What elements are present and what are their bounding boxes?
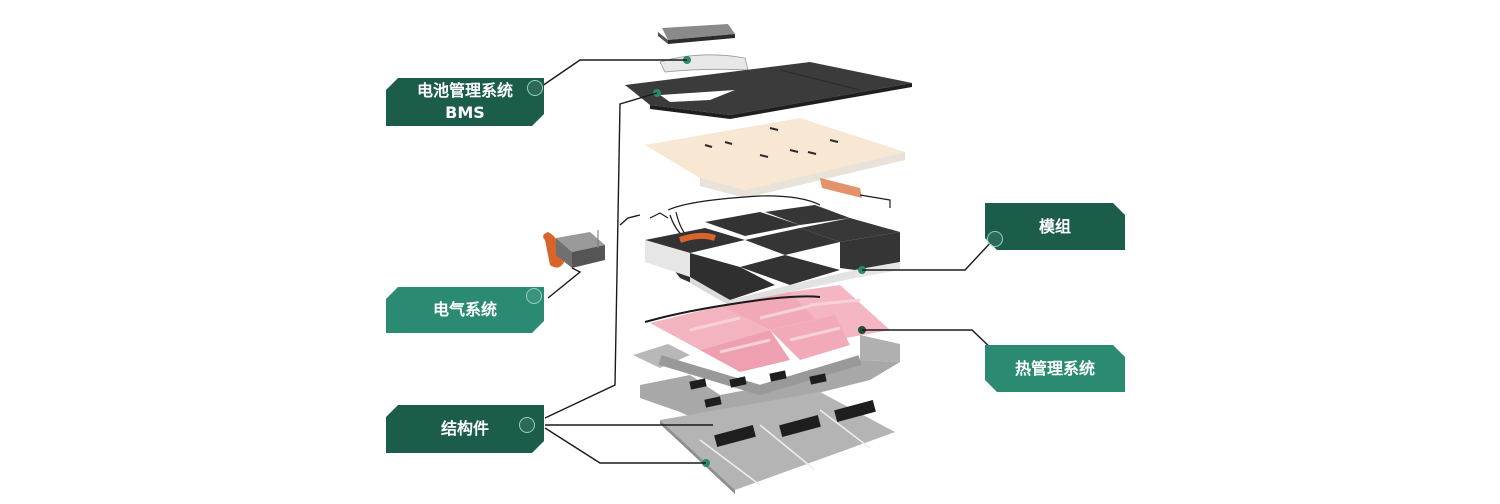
leader-structure-top [544,92,658,419]
battery-modules [645,205,900,306]
label-electrical: 电气系统 [386,287,544,333]
top-cover [625,62,912,119]
label-thermal-text: 热管理系统 [1014,358,1095,378]
electrical-box [543,230,605,268]
module-label-ring-icon [987,231,1003,247]
bms-unit [658,24,749,73]
leader-thermal [862,329,996,353]
leader-electrical [547,267,582,299]
leader-electrical-harness [619,214,641,226]
label-bms: 电池管理系统 BMS [386,78,544,126]
label-thermal: 热管理系统 [985,345,1125,392]
upper-tray [645,118,905,198]
label-electrical-text: 电气系统 [432,300,497,319]
label-module: 模组 [985,203,1125,250]
leader-lines [541,59,996,464]
wiring-harness [649,194,891,241]
leader-structure-bottom [544,427,706,464]
label-structure-text: 结构件 [440,419,489,438]
structure-label-ring-icon [519,417,535,433]
electrical-label-ring-icon [526,288,542,304]
leader-bms [541,59,687,87]
base-plate [660,392,895,494]
bms-label-ring-icon [527,80,543,96]
thermal-plates [644,285,890,372]
leader-module [862,239,994,271]
label-bms-line1: 电池管理系统 [416,81,513,100]
label-structure: 结构件 [386,405,544,453]
label-bms-line2: BMS [445,103,485,122]
label-module-text: 模组 [1038,216,1071,236]
